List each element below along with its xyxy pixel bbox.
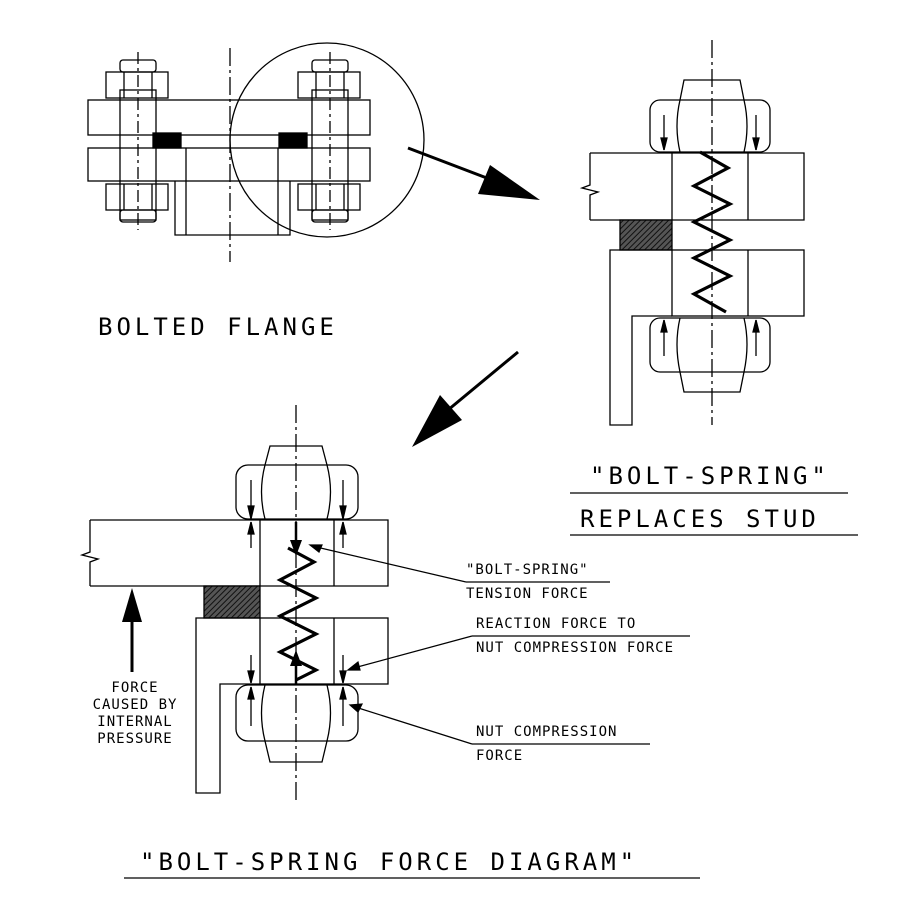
pressure-label: FORCE CAUSED BY INTERNAL PRESSURE [80,680,190,748]
reaction-leader [349,635,473,670]
right-bottom-nut-chamfer [311,209,349,223]
flange-hub [174,181,291,236]
tension-label-line2: TENSION FORCE [466,586,589,602]
detail-arrow-2 [412,350,519,447]
tension-arrow-up [290,650,302,666]
force-spring [276,546,320,682]
lower-flange-plate [87,147,371,182]
force-lower-flange [259,617,389,685]
tension-arrow-down [290,540,302,556]
reaction-label-line2: NUT COMPRESSION FORCE [476,640,675,656]
force-bottom-nut [235,684,359,742]
detail-circle [229,42,425,238]
bolted-flange-drawing [87,42,425,262]
detail-upper-break [579,153,601,220]
right-stud [311,89,349,221]
left-top-nut [105,71,169,99]
right-top-nut [297,71,361,99]
left-top-nut-chamfer [119,59,157,73]
nut-compression-label-line2: FORCE [476,748,524,764]
detail-hub [609,249,672,426]
bolt-spring-title-line2: REPLACES STUD [580,505,820,533]
detail-lower-flange [671,249,805,317]
detail-arrow-1 [407,146,540,200]
left-bottom-nut [105,183,169,211]
leader-lines [308,544,690,745]
tension-leader [311,545,467,583]
nut-compression-label-line1: NUT COMPRESSION [476,724,618,740]
nut-compression-leader [351,705,473,745]
right-gasket [278,132,308,149]
detail-bottom-nut-chamfer [679,371,745,393]
tension-label-line1: "BOLT-SPRING" [466,562,589,578]
force-upper-break [79,520,101,586]
pressure-label-line3: INTERNAL [97,714,173,730]
force-diagram [79,405,389,800]
right-top-nut-chamfer [311,59,349,73]
diagram-title: "BOLT-SPRING FORCE DIAGRAM" [140,848,639,876]
bolt-spring-title-line1: "BOLT-SPRING" [590,462,830,490]
detail-top-nut-faces [676,99,748,153]
force-gasket [203,585,261,619]
detail-top-nut [649,99,771,153]
detail-top-nut-chamfer [679,79,745,101]
force-bottom-nut-chamfer [264,740,328,763]
detail-spring [690,150,734,314]
left-gasket [152,132,182,149]
right-bottom-nut [297,183,361,211]
bolted-flange-label: BOLTED FLANGE [98,313,338,341]
pressure-label-line1: FORCE [111,680,159,696]
reaction-label-line1: REACTION FORCE TO [476,616,637,632]
force-top-nut-chamfer [264,445,328,466]
pressure-arrow [122,588,142,622]
force-hub [195,617,260,794]
detail-bottom-nut [649,317,771,373]
detail-gasket [619,219,673,251]
force-top-nut [235,464,359,520]
left-bottom-nut-chamfer [119,209,157,223]
bolt-spring-detail [579,40,805,426]
pressure-label-line4: PRESSURE [97,731,173,747]
left-stud [119,89,157,221]
pressure-label-line2: CAUSED BY [92,697,178,713]
upper-flange-plate [87,99,371,136]
